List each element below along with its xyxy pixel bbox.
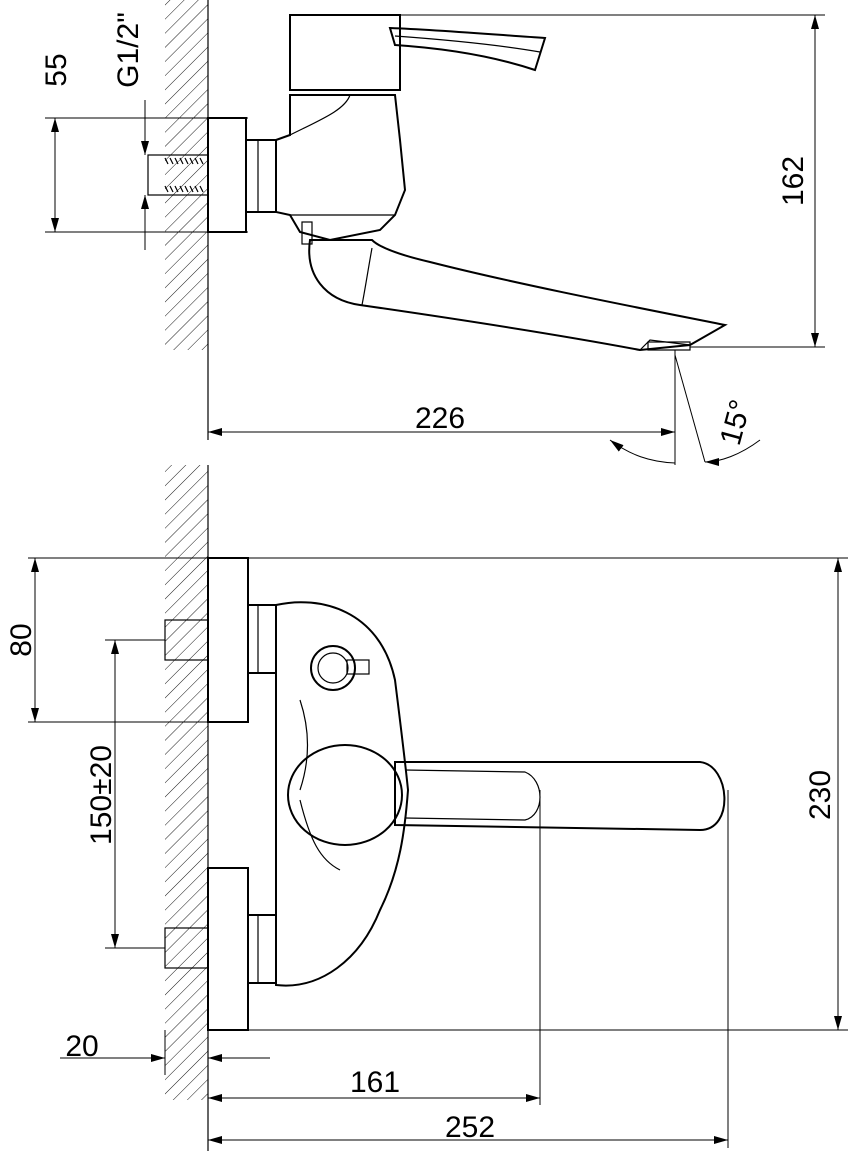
mixer-body-top: [275, 601, 410, 987]
mixer-body-side: [275, 94, 407, 242]
wall-flange-top: [207, 557, 249, 723]
wall-flange-side: [207, 117, 247, 233]
dim-162-label: 162: [777, 156, 810, 206]
dim-226-label: 226: [415, 402, 465, 435]
lever-handle-top: [394, 761, 726, 832]
dim-thread-label: G1/2": [112, 12, 145, 88]
side-view: [147, 0, 728, 440]
dim-150-label: 150±20: [85, 745, 118, 845]
cartridge-cap: [289, 14, 401, 91]
dim-20-label: 20: [65, 1030, 98, 1063]
dim-161-label: 161: [350, 1066, 400, 1099]
lever-handle-side: [388, 26, 547, 72]
dim-252-label: 252: [445, 1111, 495, 1144]
spout-side: [308, 239, 728, 352]
wall-hatch-top: [165, 0, 208, 350]
wall-hatch-bottom: [165, 465, 208, 1100]
cartridge-cap-top: [287, 744, 403, 846]
diverter-knob: [310, 645, 356, 691]
dim-55-label: 55: [40, 53, 73, 86]
threaded-connector-side: [147, 154, 209, 196]
side-dimensions: 55 G1/2" 162 226 15°: [40, 12, 825, 466]
dim-angle-label: 15°: [714, 396, 758, 448]
nut-side: [245, 139, 277, 213]
dim-80-label: 80: [5, 623, 38, 656]
top-dimensions: 80 150±20 230 20 161 252: [5, 557, 848, 1148]
dim-230-label: 230: [804, 770, 837, 820]
wall-flange-bottom: [207, 867, 249, 1031]
aerator-side: [647, 341, 691, 351]
top-view: [164, 465, 726, 1151]
